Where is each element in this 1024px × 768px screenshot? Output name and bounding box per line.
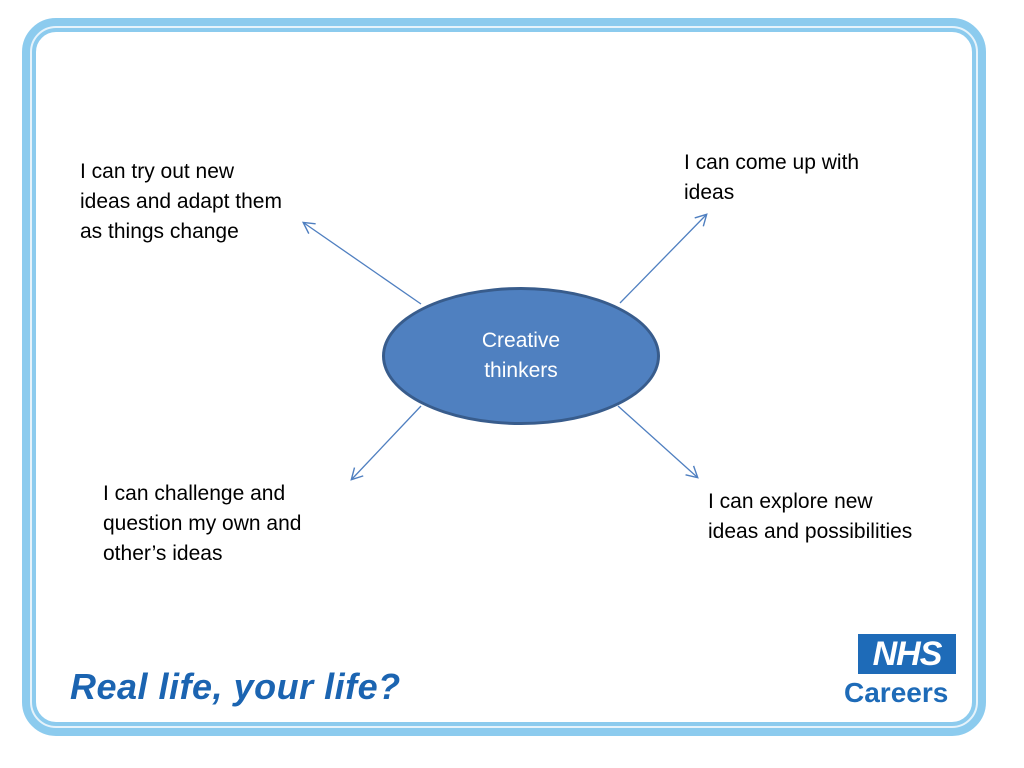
arrow-bottom-right	[617, 405, 699, 479]
nhs-logo-box: NHS	[858, 634, 956, 674]
center-node-label: Creative thinkers	[481, 329, 561, 382]
slide-frame	[22, 18, 986, 736]
arrow-top-left	[301, 221, 422, 305]
slide-frame-inner	[30, 26, 978, 728]
node-challenge-ideas: I can challenge and question my own and …	[103, 482, 302, 565]
arrow-top-right	[619, 213, 708, 304]
node-explore-ideas: I can explore new ideas and possibilitie…	[708, 490, 913, 543]
nhs-logo-careers: Careers	[844, 677, 949, 708]
tagline: Real life, your life?	[70, 666, 401, 707]
node-try-out-new-ideas: I can try out new ideas and adapt them a…	[80, 160, 282, 243]
center-node: Creative thinkers	[382, 287, 660, 425]
arrow-bottom-left	[350, 405, 422, 481]
node-come-up-with-ideas: I can come up with ideas	[684, 151, 860, 204]
